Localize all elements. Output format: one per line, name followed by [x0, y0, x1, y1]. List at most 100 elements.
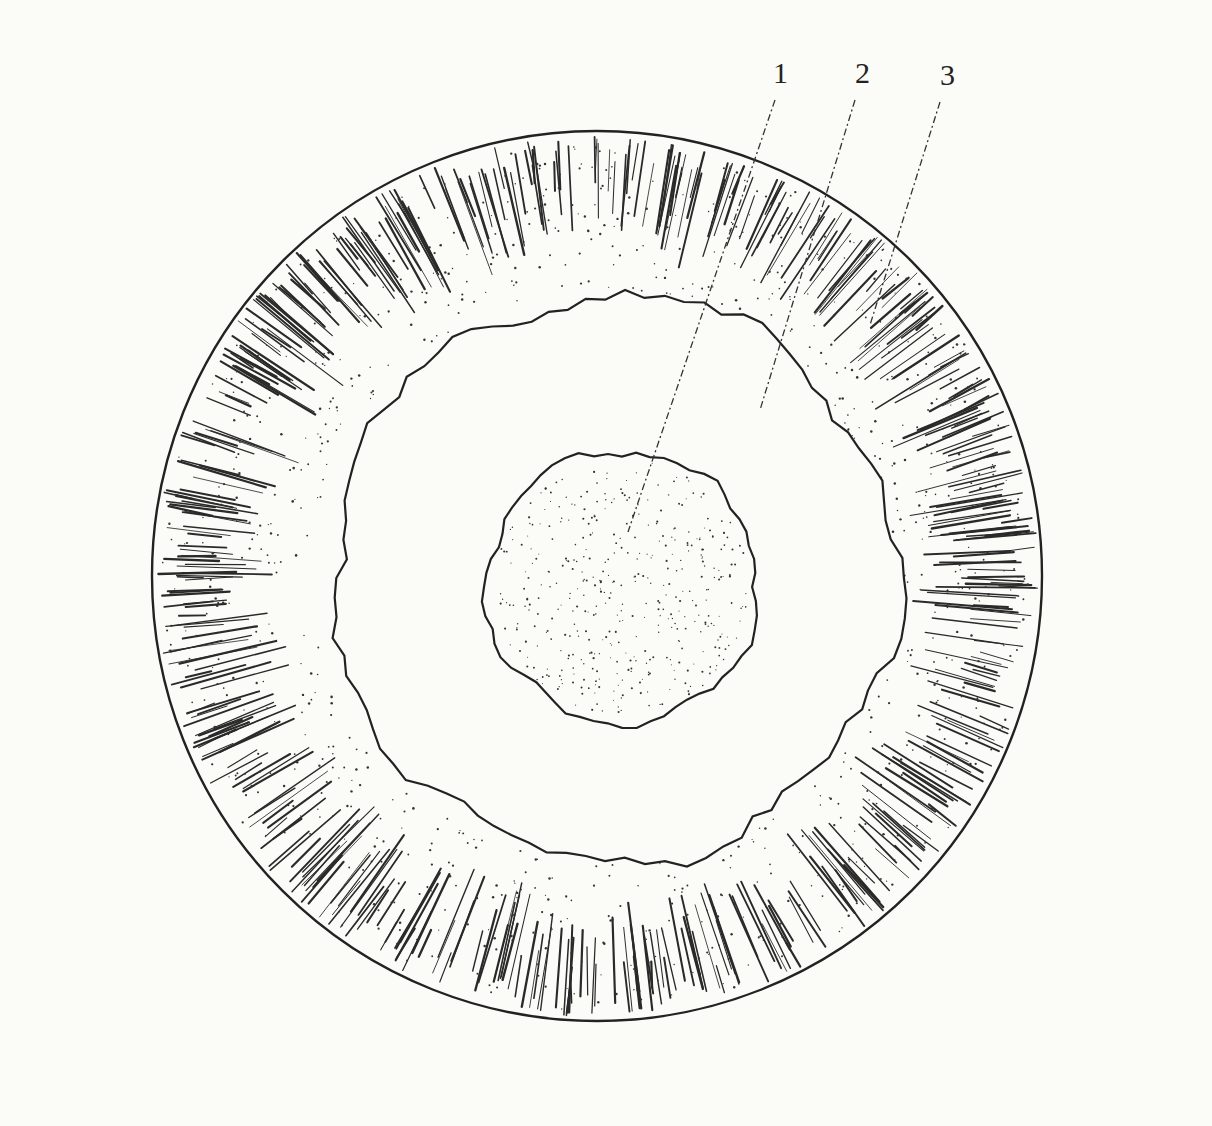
stroke	[172, 665, 246, 685]
stipple-dot	[516, 629, 518, 631]
stipple-dot	[184, 543, 185, 544]
stipple-dot	[702, 560, 704, 562]
stipple-dot	[624, 494, 626, 496]
stroke	[895, 846, 919, 870]
stipple-dot	[473, 301, 475, 303]
stipple-dot	[811, 885, 813, 887]
stipple-dot	[534, 887, 536, 889]
stipple-dot	[594, 653, 595, 654]
stroke	[613, 918, 616, 1003]
stipple-dot	[601, 185, 603, 187]
stipple-dot	[849, 861, 850, 862]
stipple-dot	[572, 610, 573, 611]
stroke	[858, 307, 920, 361]
stipple-dot	[395, 217, 397, 219]
stipple-dot	[786, 217, 788, 219]
stipple-dot	[226, 378, 227, 379]
stroke	[580, 930, 582, 996]
stipple-dot	[376, 837, 378, 839]
stipple-dot	[506, 602, 507, 603]
stroke	[267, 329, 343, 386]
stipple-dot	[730, 867, 731, 868]
stipple-dot	[238, 472, 240, 474]
stipple-dot	[370, 398, 371, 399]
stipple-dot	[526, 665, 528, 667]
stipple-dot	[617, 673, 618, 674]
stipple-dot	[426, 886, 428, 888]
stipple-dot	[833, 824, 835, 826]
stipple-dot	[723, 983, 724, 984]
stipple-dot	[561, 669, 563, 671]
stipple-dot	[438, 929, 439, 930]
stipple-dot	[321, 792, 323, 794]
stipple-dot	[373, 903, 375, 905]
stipple-dot	[930, 473, 931, 474]
stipple-dot	[466, 254, 467, 255]
stipple-dot	[567, 560, 569, 562]
stipple-dot	[676, 477, 677, 478]
stipple-dot	[401, 196, 402, 197]
stipple-dot	[481, 840, 483, 842]
stipple-dot	[550, 638, 552, 640]
stroke	[921, 394, 998, 430]
stipple-dot	[511, 914, 514, 917]
stipple-dot	[532, 524, 534, 526]
stipple-dot	[537, 859, 538, 860]
stipple-dot	[209, 585, 211, 587]
stroke	[740, 196, 755, 239]
stroke	[534, 934, 543, 998]
stipple-dot	[575, 544, 577, 546]
stipple-dot	[540, 523, 541, 524]
stroke	[684, 917, 703, 989]
stipple-dot	[652, 555, 653, 556]
stroke	[177, 566, 256, 569]
stipple-dot	[678, 661, 680, 663]
stipple-dot	[600, 588, 601, 589]
stipple-dot	[558, 506, 560, 508]
stroke	[643, 926, 653, 1010]
stipple-dot	[973, 388, 975, 390]
stipple-dot	[800, 226, 802, 228]
stipple-dot	[588, 280, 590, 282]
stroke	[181, 460, 240, 475]
stipple-dot	[245, 668, 247, 670]
stroke	[627, 140, 631, 194]
stroke	[918, 419, 990, 451]
stipple-dot	[794, 191, 796, 193]
stipple-dot	[619, 905, 621, 907]
stipple-dot	[1009, 655, 1011, 657]
stipple-dot	[701, 576, 703, 578]
stipple-dot	[901, 774, 903, 776]
stipple-dot	[682, 288, 684, 290]
stipple-dot	[870, 731, 872, 733]
stroke	[358, 851, 402, 915]
stipple-dot	[613, 533, 615, 535]
stipple-dot	[720, 548, 722, 550]
stipple-dot	[964, 400, 967, 403]
stipple-dot	[689, 590, 691, 592]
stroke	[913, 297, 933, 316]
stipple-dot	[267, 554, 269, 556]
stipple-dot	[673, 964, 675, 966]
stipple-dot	[667, 226, 669, 228]
stipple-dot	[983, 559, 985, 561]
stipple-dot	[610, 177, 612, 179]
stipple-dot	[670, 659, 671, 660]
stipple-dot	[249, 479, 250, 480]
stipple-dot	[933, 334, 934, 335]
stipple-dot	[248, 521, 250, 523]
stipple-dot	[529, 523, 530, 524]
stipple-dot	[541, 584, 542, 585]
stipple-dot	[613, 700, 614, 701]
stipple-dot	[859, 427, 860, 428]
stipple-dot	[263, 681, 265, 683]
stipple-dot	[588, 523, 590, 525]
stipple-dot	[813, 325, 814, 326]
stipple-dot	[740, 607, 742, 609]
stipple-dot	[742, 231, 744, 233]
stipple-dot	[565, 558, 567, 560]
stroke	[317, 250, 362, 305]
stroke	[214, 706, 275, 729]
stipple-dot	[495, 948, 497, 950]
stipple-dot	[581, 163, 582, 164]
